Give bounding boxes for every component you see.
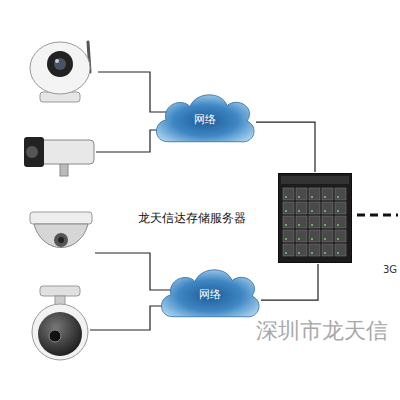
network-type-label: 3G	[383, 264, 397, 275]
server-rack	[278, 173, 352, 263]
ptz-camera	[32, 286, 88, 360]
bullet-camera	[24, 137, 94, 176]
network-link	[256, 122, 315, 172]
network-cloud: 网络	[150, 88, 260, 150]
network-cloud: 网络	[155, 263, 265, 325]
dome-camera	[30, 212, 92, 248]
server-label: 龙天信达存储服务器	[138, 210, 246, 227]
storage-server: 龙天信达存储服务器	[138, 172, 352, 264]
wireless-link	[357, 214, 398, 217]
network-label: 网络	[194, 112, 216, 127]
network-link	[261, 264, 318, 300]
camera-wire	[90, 72, 172, 330]
watermark-text: 深圳市龙天信	[256, 316, 388, 346]
ip-camera	[30, 42, 90, 102]
network-label: 网络	[199, 287, 221, 302]
